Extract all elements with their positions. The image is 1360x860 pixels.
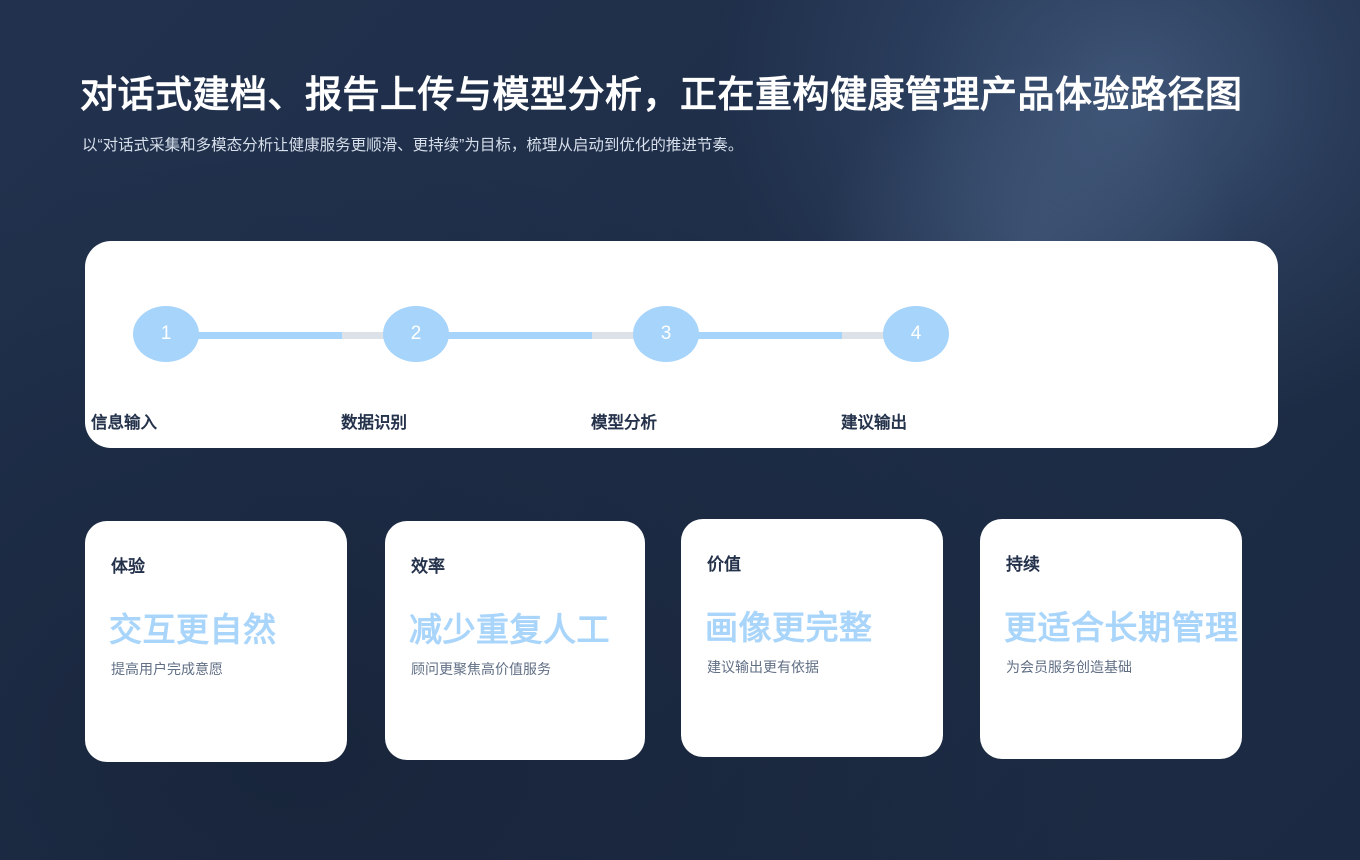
metric-card-note: 建议输出更有依据 [707, 659, 819, 675]
stepper-step-1[interactable]: 1 [133, 306, 199, 362]
metric-card-note: 顾问更聚焦高价值服务 [411, 661, 551, 677]
metric-card-kicker: 效率 [411, 557, 445, 576]
connector-remaining-segment [592, 332, 641, 339]
page-subtitle: 以“对话式采集和多模态分析让健康服务更顺滑、更持续”为目标，梳理从启动到优化的推… [82, 137, 744, 154]
step-label-1: 信息输入 [91, 414, 157, 432]
stepper-connector [441, 332, 641, 339]
process-stepper-panel: 1 2 3 4 信息输入 数据识别 模型分析 建议输出 [85, 241, 1278, 448]
step-number-badge: 3 [633, 306, 699, 362]
metric-card-headline: 减少重复人工 [409, 611, 610, 648]
metric-card-headline: 画像更完整 [705, 609, 873, 646]
step-label-4: 建议输出 [841, 414, 907, 432]
metric-card[interactable]: 体验交互更自然提高用户完成意愿 [85, 521, 347, 762]
metric-card-kicker: 价值 [707, 555, 741, 574]
metric-card-kicker: 持续 [1006, 555, 1040, 574]
connector-progress-segment [441, 332, 592, 339]
metric-card-headline: 交互更自然 [109, 611, 277, 648]
step-number-badge: 1 [133, 306, 199, 362]
stepper-connector [691, 332, 891, 339]
connector-progress-segment [191, 332, 342, 339]
step-number-badge: 2 [383, 306, 449, 362]
metric-card[interactable]: 效率减少重复人工顾问更聚焦高价值服务 [385, 521, 645, 760]
metric-card-note: 为会员服务创造基础 [1006, 659, 1132, 675]
connector-progress-segment [691, 332, 842, 339]
stepper-connector [191, 332, 391, 339]
stepper-step-2[interactable]: 2 [383, 306, 449, 362]
step-label-3: 模型分析 [591, 414, 657, 432]
step-label-2: 数据识别 [341, 414, 407, 432]
metric-card-kicker: 体验 [111, 557, 145, 576]
stepper-step-3[interactable]: 3 [633, 306, 699, 362]
connector-remaining-segment [842, 332, 891, 339]
stepper-step-4[interactable]: 4 [883, 306, 949, 362]
connector-remaining-segment [342, 332, 391, 339]
metric-card[interactable]: 持续更适合长期管理为会员服务创造基础 [980, 519, 1242, 759]
metric-card-note: 提高用户完成意愿 [111, 661, 223, 677]
page-title: 对话式建档、报告上传与模型分析，正在重构健康管理产品体验路径图 [80, 74, 1243, 115]
stepper-track: 1 2 3 4 [133, 306, 1002, 362]
metric-card-headline: 更适合长期管理 [1004, 609, 1239, 646]
step-number-badge: 4 [883, 306, 949, 362]
metric-card[interactable]: 价值画像更完整建议输出更有依据 [681, 519, 943, 757]
